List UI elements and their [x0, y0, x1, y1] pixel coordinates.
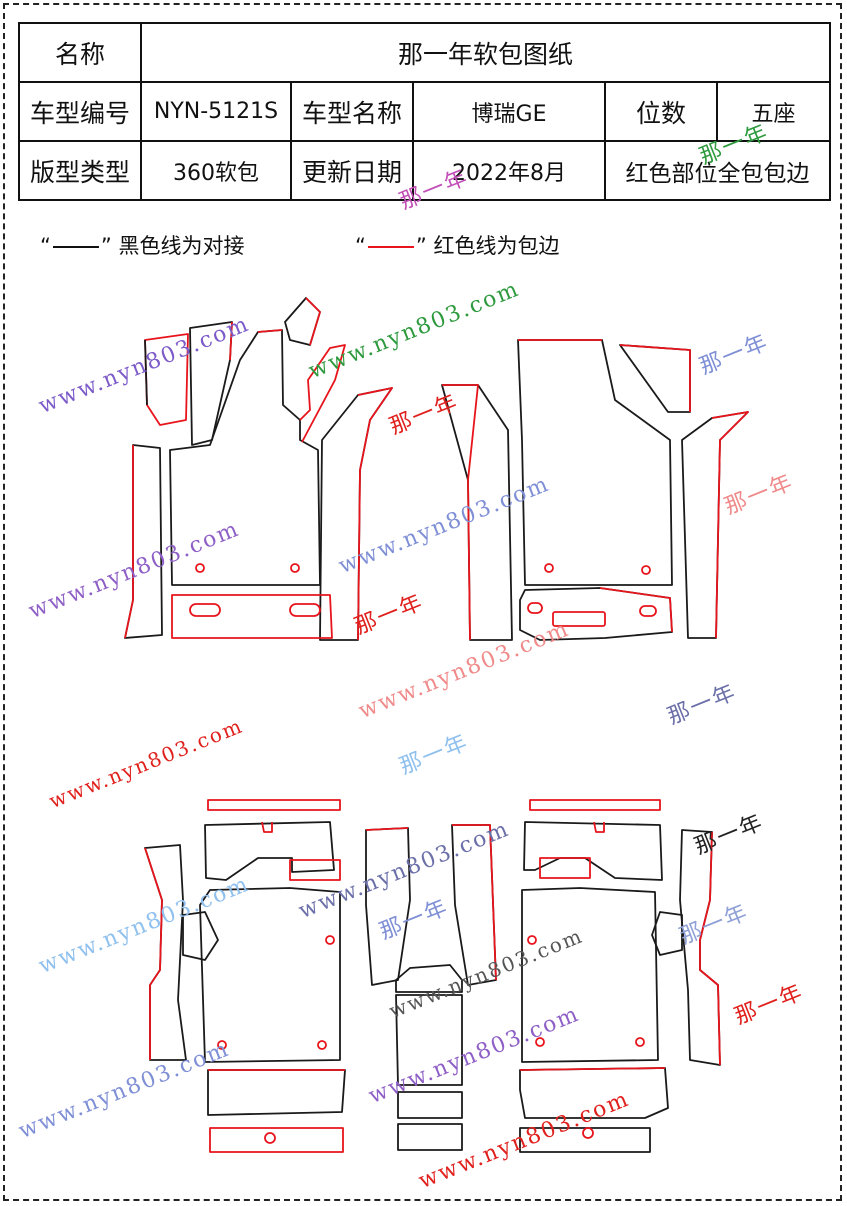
pattern-hole — [289, 603, 321, 617]
label-name: 名称 — [18, 22, 142, 83]
pattern-piece — [517, 339, 673, 586]
pattern-hole — [527, 602, 543, 614]
value-red-note: 红色部位全包包边 — [603, 140, 832, 201]
pattern-piece — [289, 859, 341, 881]
value-update-date: 2022年8月 — [412, 140, 606, 201]
pattern-hole — [325, 935, 335, 945]
quote-close: ” — [415, 234, 427, 258]
pattern-piece — [229, 321, 233, 361]
pattern-hole — [535, 1037, 545, 1047]
front-left-set — [124, 297, 393, 641]
pattern-piece — [144, 847, 163, 1060]
legend-black: “ ” 黑色线为对接 — [40, 230, 244, 260]
pattern-hole — [635, 1037, 645, 1047]
label-update-date: 更新日期 — [290, 140, 414, 201]
pattern-piece — [539, 857, 591, 879]
pattern-piece — [397, 1123, 463, 1151]
page-border — [3, 3, 842, 1201]
quote-open: “ — [355, 234, 366, 258]
pattern-piece — [619, 344, 691, 412]
legend-red-text: 红色线为包边 — [433, 234, 560, 258]
pattern-piece — [209, 1127, 344, 1153]
pattern-hole — [290, 563, 300, 573]
pattern-piece — [299, 344, 346, 443]
table-row: 车型编号 NYN-5121S 车型名称 博瑞GE 位数 五座 — [18, 81, 832, 142]
pattern-piece — [204, 821, 335, 881]
pattern-piece — [144, 844, 187, 1061]
pattern-piece — [189, 321, 233, 446]
pattern-piece — [593, 821, 605, 833]
pattern-hole — [544, 563, 554, 573]
label-type: 版型类型 — [18, 140, 142, 201]
pattern-piece — [452, 824, 497, 981]
pattern-piece — [523, 821, 663, 881]
pattern-piece — [365, 827, 409, 831]
pattern-piece — [357, 387, 393, 641]
black-line-sample — [52, 246, 99, 248]
pattern-piece — [395, 994, 463, 1086]
pattern-piece — [182, 911, 219, 961]
pattern-piece — [124, 445, 134, 639]
legend-red: “ ” 红色线为包边 — [355, 230, 559, 260]
rear-right-set — [519, 799, 721, 1153]
pattern-hole — [217, 1040, 227, 1050]
pattern-piece — [619, 344, 691, 413]
pattern-piece — [711, 411, 749, 639]
pattern-piece — [529, 799, 661, 811]
pattern-piece — [284, 297, 321, 346]
value-model-name: 博瑞GE — [412, 81, 606, 142]
pattern-hole — [582, 1127, 594, 1139]
value-model-code: NYN-5121S — [140, 81, 292, 142]
pattern-piece — [521, 887, 659, 1063]
label-model-code: 车型编号 — [18, 81, 142, 142]
pattern-piece — [519, 1127, 651, 1153]
rear-left-set — [144, 799, 346, 1153]
pattern-piece — [199, 887, 341, 1063]
value-type: 360软包 — [140, 140, 292, 201]
pattern-piece — [681, 411, 749, 639]
value-name: 那一年软包图纸 — [139, 22, 832, 83]
pattern-piece — [169, 329, 321, 586]
pattern-hole — [552, 611, 606, 627]
label-model-name: 车型名称 — [290, 81, 414, 142]
pattern-piece — [261, 821, 273, 833]
pattern-piece — [144, 339, 148, 406]
red-line-sample — [367, 246, 414, 248]
legend-black-text: 黑色线为对接 — [118, 234, 245, 258]
pattern-hole — [264, 1132, 276, 1144]
pattern-piece — [519, 1067, 666, 1071]
pattern-piece — [651, 911, 683, 956]
pattern-piece — [207, 799, 341, 811]
rear-center-set — [365, 824, 497, 1151]
pattern-piece — [397, 1091, 463, 1119]
quote-close: ” — [100, 234, 112, 258]
table-row: 版型类型 360软包 更新日期 2022年8月 红色部位全包包边 — [18, 140, 832, 201]
pattern-piece — [305, 297, 321, 346]
pattern-piece — [699, 831, 721, 1066]
pattern-piece — [395, 964, 463, 993]
pattern-hole — [639, 605, 657, 617]
pattern-piece — [171, 594, 333, 639]
pattern-hole — [195, 563, 205, 573]
pattern-piece — [207, 1069, 346, 1116]
pattern-piece — [257, 329, 283, 333]
quote-open: “ — [40, 234, 51, 258]
table-row: 名称 那一年软包图纸 — [18, 22, 832, 83]
label-seats: 位数 — [604, 81, 718, 142]
pattern-hole — [189, 603, 221, 617]
pattern-piece — [599, 587, 673, 633]
front-right-set — [441, 339, 749, 641]
info-table: 名称 那一年软包图纸 车型编号 NYN-5121S 车型名称 博瑞GE 位数 五… — [18, 22, 832, 201]
pattern-piece — [442, 384, 479, 641]
pattern-hole — [527, 935, 537, 945]
value-seats: 五座 — [715, 81, 832, 142]
pattern-hole — [641, 565, 651, 575]
pattern-hole — [317, 1040, 327, 1050]
